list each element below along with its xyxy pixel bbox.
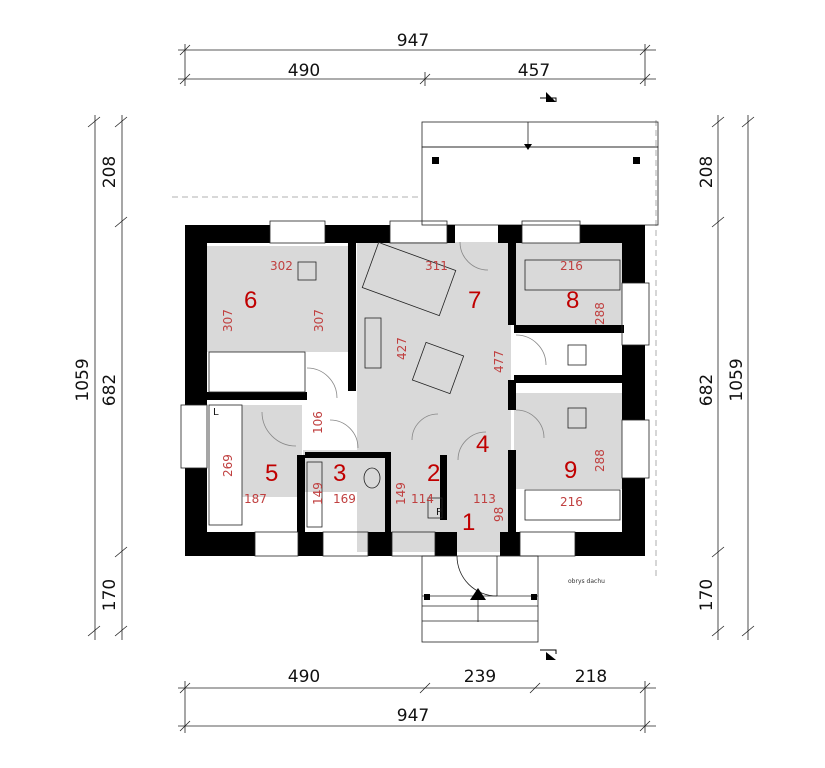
room-floors [207,242,622,552]
room-number: 3 [333,460,346,487]
room-dim: 106 [311,411,325,434]
dim-left-total: 1059 [73,358,93,401]
room-number: 7 [468,287,481,314]
dim-top-left: 490 [288,61,320,81]
room-number: 2 [427,460,440,487]
room-dim: 149 [394,482,408,505]
room-number: 8 [566,287,579,314]
entrance-stairs [421,555,539,643]
room-dim: 98 [492,507,506,522]
section-markers [540,92,557,660]
room-dim: 216 [560,495,583,509]
room-dim: 307 [312,309,326,332]
dim-right-top: 208 [697,156,717,188]
room-dimensions: 98 114 149 169 149 113 269 187 106 302 3… [221,259,607,522]
room-number: 4 [476,431,489,458]
furniture [208,241,621,528]
room-dim: 311 [425,259,448,273]
dim-right-bottom: 170 [697,579,717,611]
room-number: 6 [244,287,257,314]
room-dim: 187 [244,492,267,506]
dim-bottom-right: 218 [575,667,607,687]
label-p: P [436,507,442,518]
roof-outline-label: obrys dachu [568,578,605,585]
room-dim: 302 [270,259,293,273]
room-numbers: 1 2 3 4 5 6 7 8 9 [244,287,579,536]
doors [261,241,547,597]
walls [185,225,645,556]
label-l: L [213,407,219,418]
roof-outline [172,120,659,578]
room-dim: 307 [221,309,235,332]
room-dim: 427 [395,337,409,360]
room-number: 9 [564,457,577,484]
room-number: 5 [265,460,278,487]
dim-top-right: 457 [518,61,550,81]
dim-left-bottom: 170 [100,579,120,611]
dim-right-mid: 682 [697,374,717,406]
room-number: 1 [462,509,475,536]
room-dim: 288 [593,449,607,472]
room-dim: 114 [411,492,434,506]
dimension-lines [87,44,755,733]
dim-bottom-total: 947 [397,706,429,726]
room-dim: 477 [492,350,506,373]
dim-top-total: 947 [397,31,429,51]
dim-bottom-left: 490 [288,667,320,687]
dim-left-top: 208 [100,156,120,188]
room-dim: 269 [221,454,235,477]
room-dim: 216 [560,259,583,273]
windows [180,220,650,557]
room-dim: 113 [473,492,496,506]
room-dim: 149 [311,482,325,505]
dim-right-total: 1059 [727,358,747,401]
dim-bottom-mid: 239 [464,667,496,687]
dim-left-mid: 682 [100,374,120,406]
room-dim: 169 [333,492,356,506]
room-dim: 288 [593,302,607,325]
